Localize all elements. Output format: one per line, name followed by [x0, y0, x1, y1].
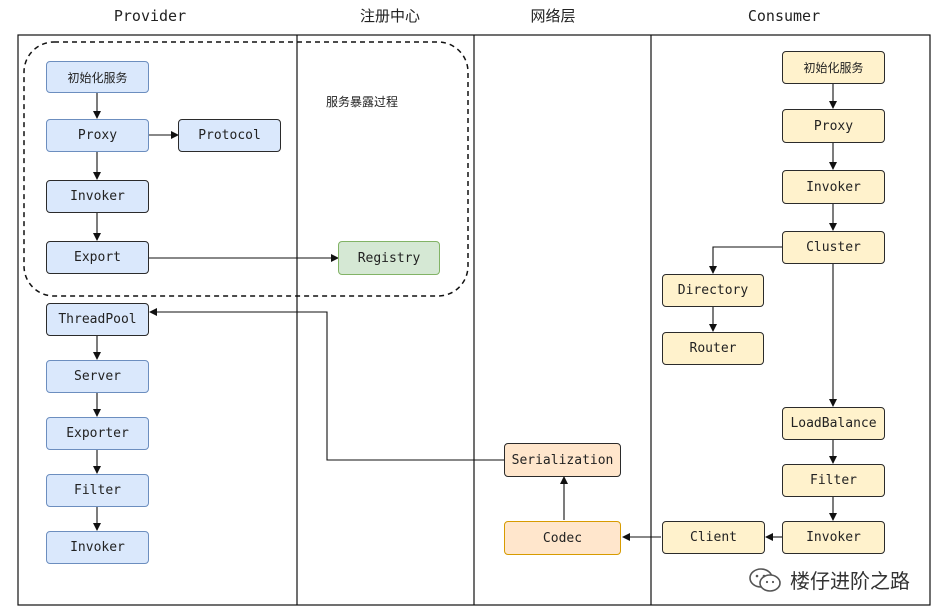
provider-proxy: Proxy — [46, 119, 149, 152]
network-serialization: Serialization — [504, 443, 621, 477]
column-header-network: 网络层 — [530, 7, 576, 25]
exposure-process-region — [23, 41, 469, 297]
provider-init-service: 初始化服务 — [46, 61, 149, 93]
consumer-router: Router — [662, 332, 764, 365]
provider-threadpool: ThreadPool — [46, 303, 149, 336]
consumer-init-service: 初始化服务 — [782, 51, 885, 84]
watermark-text: 楼仔进阶之路 — [790, 569, 910, 593]
provider-protocol: Protocol — [178, 119, 281, 152]
column-header-provider: Provider — [113, 7, 187, 25]
column-header-registry: 注册中心 — [359, 7, 420, 25]
consumer-directory: Directory — [662, 274, 764, 307]
network-codec: Codec — [504, 521, 621, 555]
consumer-filter: Filter — [782, 464, 885, 497]
consumer-invoker-2: Invoker — [782, 521, 885, 554]
provider-export: Export — [46, 241, 149, 274]
registry-node: Registry — [338, 241, 440, 275]
provider-filter: Filter — [46, 474, 149, 507]
watermark: 楼仔进阶之路 — [748, 565, 910, 594]
provider-invoker: Invoker — [46, 180, 149, 213]
arrow-serialization-threadpool — [149, 308, 504, 461]
column-header-consumer: Consumer — [747, 7, 821, 25]
provider-server: Server — [46, 360, 149, 393]
consumer-invoker: Invoker — [782, 170, 885, 204]
consumer-cluster: Cluster — [782, 231, 885, 264]
provider-invoker-2: Invoker — [46, 531, 149, 564]
arrow-cluster-directory — [709, 246, 782, 274]
consumer-loadbalance: LoadBalance — [782, 407, 885, 440]
consumer-proxy: Proxy — [782, 109, 885, 143]
provider-exporter: Exporter — [46, 417, 149, 450]
exposure-process-label: 服务暴露过程 — [326, 95, 399, 109]
wechat-icon — [749, 567, 781, 592]
consumer-client: Client — [662, 521, 765, 554]
